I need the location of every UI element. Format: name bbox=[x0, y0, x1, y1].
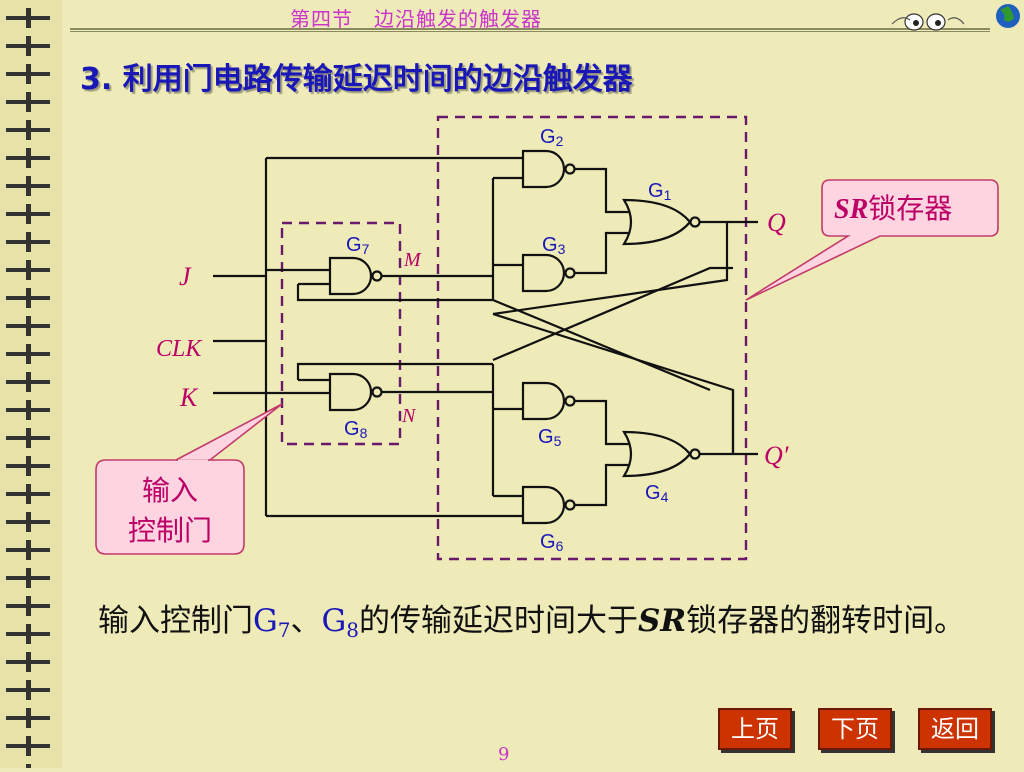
spiral-binding bbox=[0, 0, 62, 772]
input-callout bbox=[95, 403, 283, 555]
globe-icon bbox=[996, 4, 1020, 28]
binding-ring bbox=[6, 512, 50, 532]
binding-ring bbox=[6, 120, 50, 140]
binding-ring bbox=[6, 568, 50, 588]
next-page-button[interactable]: 下页 bbox=[818, 708, 892, 750]
eyes-icon bbox=[891, 13, 965, 31]
gate-g1-nor bbox=[621, 198, 701, 246]
binding-ring bbox=[6, 400, 50, 420]
wires bbox=[213, 156, 758, 518]
label-g7: G7 bbox=[346, 234, 370, 257]
binding-ring bbox=[6, 232, 50, 252]
description-text: 输入控制门G7、G8的传输延迟时间大于SR锁存器的翻转时间。 bbox=[98, 603, 966, 642]
binding-ring bbox=[6, 148, 50, 168]
binding-ring bbox=[6, 596, 50, 616]
label-q-bar: Q′ bbox=[764, 441, 789, 470]
binding-ring bbox=[6, 428, 50, 448]
binding-ring bbox=[6, 372, 50, 392]
label-g1: G1 bbox=[648, 180, 672, 203]
label-g6: G6 bbox=[540, 531, 564, 554]
binding-ring bbox=[6, 288, 50, 308]
header-decoration bbox=[891, 4, 1020, 31]
sr-callout-text: SR锁存器 bbox=[834, 193, 952, 225]
binding-ring bbox=[6, 652, 50, 672]
gate-g8-nand bbox=[328, 372, 383, 412]
input-callout-line1: 输入 bbox=[142, 475, 198, 507]
binding-ring bbox=[6, 176, 50, 196]
gate-g7-nand bbox=[328, 256, 383, 296]
binding-ring bbox=[6, 64, 50, 84]
binding-ring bbox=[6, 204, 50, 224]
prev-page-button[interactable]: 上页 bbox=[718, 708, 792, 750]
header-rule bbox=[70, 28, 990, 30]
input-control-box bbox=[280, 221, 402, 446]
slide-heading: 3. 利用门电路传输延迟时间的边沿触发器 bbox=[80, 62, 633, 97]
label-k: K bbox=[179, 383, 199, 412]
label-n: N bbox=[401, 405, 417, 427]
input-callout-line2: 控制门 bbox=[128, 515, 212, 547]
binding-ring bbox=[6, 36, 50, 56]
binding-ring bbox=[6, 8, 50, 28]
label-m: M bbox=[403, 249, 422, 271]
gate-g4-nor bbox=[621, 430, 701, 478]
label-clk: CLK bbox=[156, 336, 203, 362]
binding-ring bbox=[6, 344, 50, 364]
binding-ring bbox=[6, 92, 50, 112]
gate-g6-nand bbox=[521, 485, 576, 525]
gate-g5-nand bbox=[521, 381, 576, 421]
sr-latch-box bbox=[436, 115, 748, 561]
header-rule-thin bbox=[70, 31, 990, 32]
binding-ring bbox=[6, 484, 50, 504]
binding-ring bbox=[6, 708, 50, 728]
label-g3: G3 bbox=[542, 234, 566, 257]
section-title: 第四节 边沿触发的触发器 bbox=[290, 7, 542, 31]
label-g8: G8 bbox=[344, 418, 368, 441]
page-number: 9 bbox=[498, 744, 510, 765]
binding-ring bbox=[6, 680, 50, 700]
label-q: Q bbox=[767, 208, 786, 237]
sr-callout bbox=[745, 179, 999, 301]
binding-ring bbox=[6, 316, 50, 336]
header: 第四节 边沿触发的触发器 bbox=[0, 0, 1024, 34]
binding-ring bbox=[6, 540, 50, 560]
gate-g2-nand bbox=[521, 149, 576, 189]
label-g2: G2 bbox=[540, 126, 564, 149]
back-button[interactable]: 返回 bbox=[918, 708, 992, 750]
gate-g3-nand bbox=[521, 253, 576, 293]
binding-ring bbox=[6, 624, 50, 644]
label-g4: G4 bbox=[645, 482, 669, 505]
binding-ring bbox=[6, 736, 50, 756]
binding-ring bbox=[6, 260, 50, 280]
label-j: J bbox=[179, 262, 192, 291]
label-g5: G5 bbox=[538, 426, 562, 449]
binding-rings bbox=[6, 8, 50, 772]
binding-ring bbox=[6, 456, 50, 476]
